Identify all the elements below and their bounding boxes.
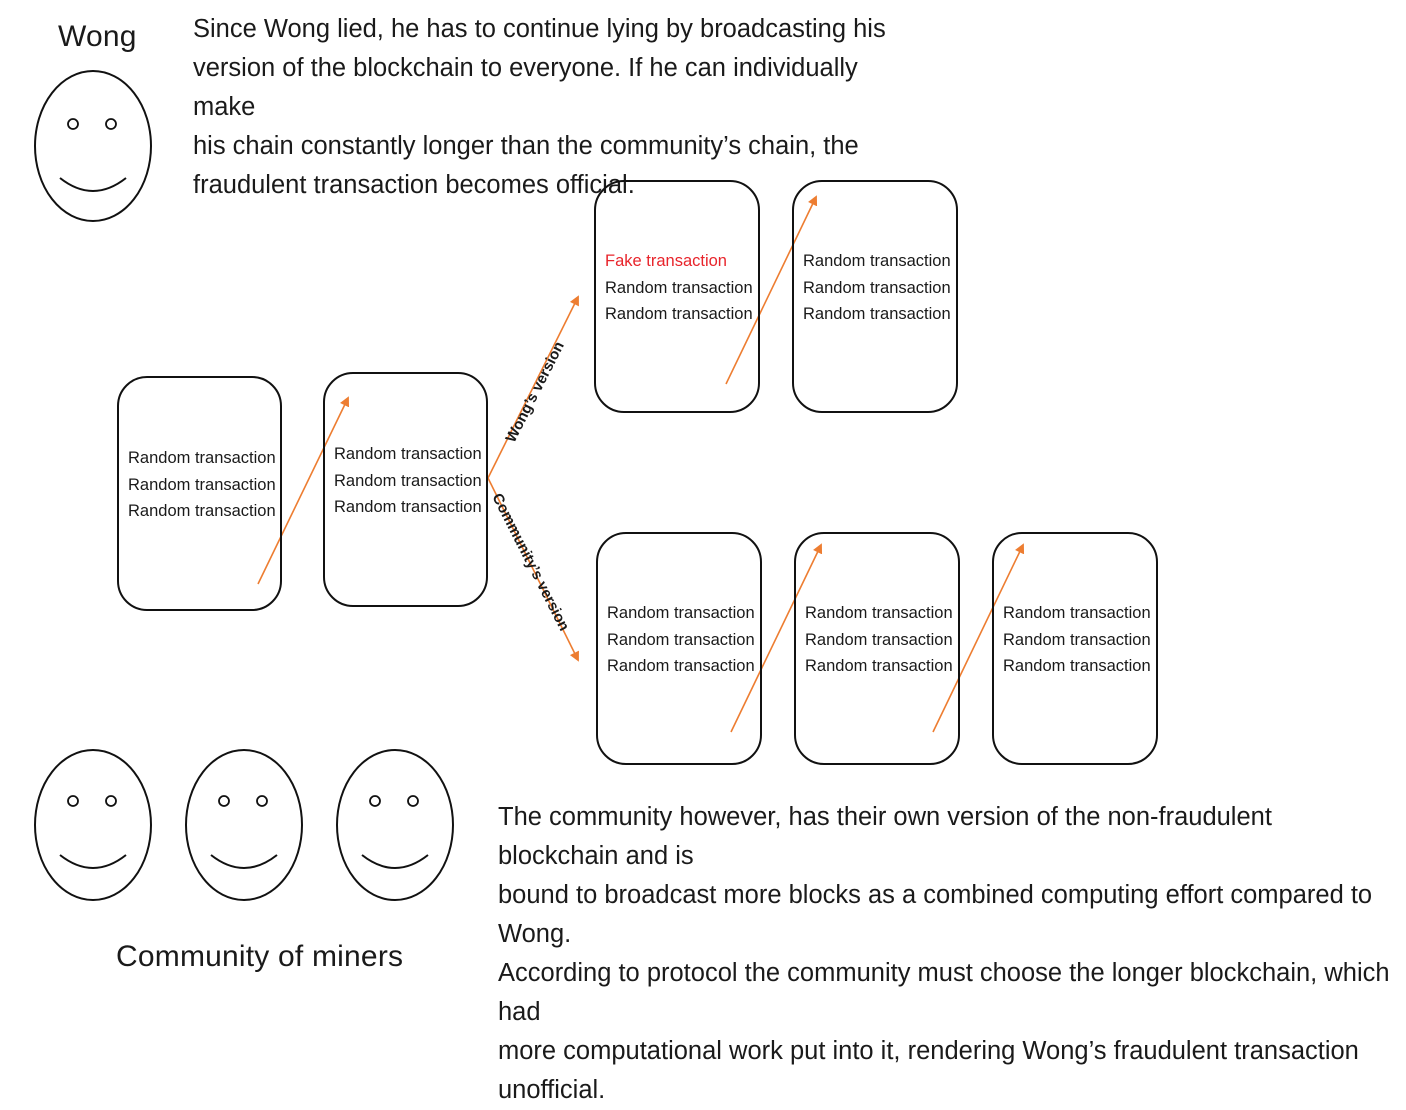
transaction-text: Random transaction [607, 630, 755, 649]
link-arrow-community-1 [730, 543, 823, 733]
block-wong-2: Random transaction Random transaction Ra… [792, 180, 958, 413]
wong-label: Wong [58, 20, 137, 53]
branch-arrow-community [487, 477, 579, 662]
link-arrow-wong [725, 195, 818, 385]
transaction-text: Random transaction [605, 305, 753, 323]
block-wong-1: Fake transaction Random transaction Rand… [594, 180, 760, 413]
transaction-text: Random transaction [128, 502, 276, 520]
transaction-text: Random transaction [607, 657, 755, 675]
transaction-text: Random transaction [803, 252, 951, 270]
transaction-text: Random transaction [803, 278, 951, 297]
wong-description: Since Wong lied, he has to continue lyin… [193, 15, 886, 199]
transaction-text: Random transaction [805, 604, 953, 622]
link-arrow-community-2 [932, 543, 1025, 733]
community-description: The community however, has their own ver… [498, 803, 1390, 1104]
block-shared-2: Random transaction Random transaction Ra… [323, 372, 488, 607]
branch-arrow-wong [487, 295, 579, 479]
community-label: Community of miners [116, 940, 404, 973]
wong-smiley-icon [34, 70, 152, 222]
miner-smiley-icon [185, 749, 303, 901]
transaction-text: Random transaction [128, 449, 276, 467]
transaction-text: Random transaction [334, 498, 482, 516]
miner-smiley-icon [34, 749, 152, 901]
chain-arrows [257, 195, 1025, 733]
fake-transaction-text: Fake transaction [605, 252, 727, 270]
transaction-text: Random transaction [128, 475, 276, 494]
transaction-text: Random transaction [1003, 657, 1151, 675]
block-community-3: Random transaction Random transaction Ra… [992, 532, 1158, 765]
transaction-text: Random transaction [805, 657, 953, 675]
block-community-1: Random transaction Random transaction Ra… [596, 532, 762, 765]
transaction-text: Random transaction [334, 471, 482, 490]
transaction-text: Random transaction [1003, 604, 1151, 622]
transaction-text: Random transaction [607, 604, 755, 622]
link-arrow-shared [257, 396, 350, 585]
transaction-text: Random transaction [605, 278, 753, 297]
transaction-text: Random transaction [805, 630, 953, 649]
block-shared-1: Random transaction Random transaction Ra… [117, 376, 282, 611]
transaction-text: Random transaction [803, 305, 951, 323]
block-community-2: Random transaction Random transaction Ra… [794, 532, 960, 765]
transaction-text: Random transaction [1003, 630, 1151, 649]
miner-smiley-icon [336, 749, 454, 901]
transaction-text: Random transaction [334, 445, 482, 463]
